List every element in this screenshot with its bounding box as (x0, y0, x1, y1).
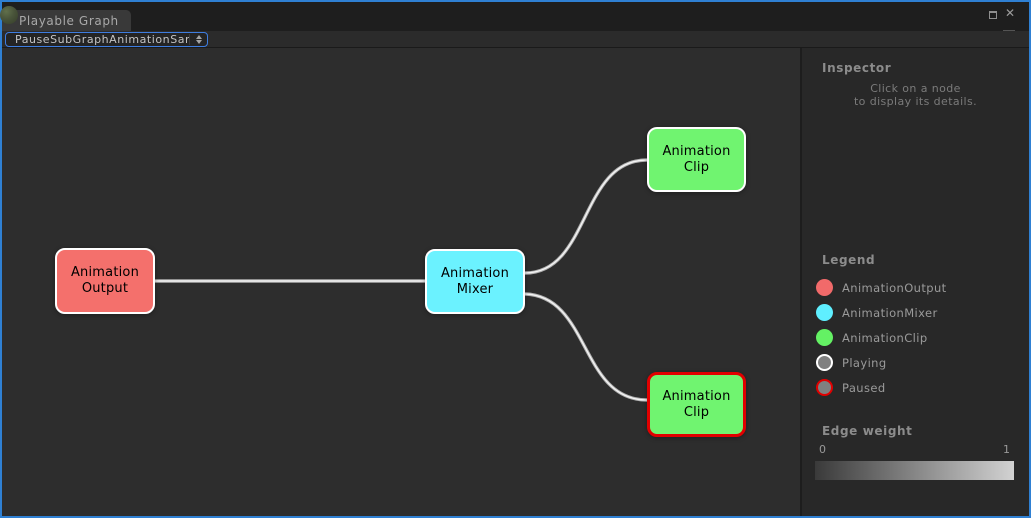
legend-swatch-animation-clip (816, 329, 833, 346)
graph-selector-value: PauseSubGraphAnimationSample (15, 32, 189, 46)
legend-list: AnimationOutput AnimationMixer Animation… (816, 275, 1021, 400)
legend-item-animation-clip: AnimationClip (816, 325, 1021, 350)
legend-label: AnimationOutput (842, 280, 947, 295)
legend-swatch-animation-mixer (816, 304, 833, 321)
edge-mixer-to-clip-top (523, 158, 649, 275)
node-animation-clip-bottom-paused[interactable]: Animation Clip (647, 372, 746, 437)
inspector-hint-line1: Click on a node (870, 82, 961, 95)
legend-label: AnimationClip (842, 330, 928, 345)
edge-weight-scale: 0 1 (815, 443, 1014, 456)
edge-weight-gradient-bar (815, 461, 1014, 480)
legend-item-paused: Paused (816, 375, 1021, 400)
graph-selector-dropdown[interactable]: PauseSubGraphAnimationSample (5, 31, 208, 47)
legend-label: Paused (842, 380, 886, 395)
title-bar: Playable Graph ✕ (0, 2, 1029, 39)
node-animation-output[interactable]: Animation Output (55, 248, 155, 314)
legend-item-playing: Playing (816, 350, 1021, 375)
inspector-hint-line2: to display its details. (853, 95, 978, 108)
node-animation-clip-top[interactable]: Animation Clip (647, 127, 746, 192)
node-label: Animation Clip (662, 388, 731, 420)
tab-label: Playable Graph (19, 13, 119, 28)
edge-weight-title: Edge weight (822, 424, 913, 438)
close-icon[interactable]: ✕ (1004, 6, 1015, 20)
edge-weight-min: 0 (819, 443, 826, 456)
inspector-hint: Click on a node to display its details. (802, 82, 1029, 108)
legend-item-animation-mixer: AnimationMixer (816, 300, 1021, 325)
tab-playable-graph[interactable]: Playable Graph (2, 10, 131, 31)
node-label: Animation Mixer (440, 265, 510, 297)
maximize-icon[interactable] (988, 10, 997, 19)
legend-swatch-playing (816, 354, 833, 371)
graph-edges (153, 158, 649, 402)
legend-swatch-animation-output (816, 279, 833, 296)
legend-item-animation-output: AnimationOutput (816, 275, 1021, 300)
graph-canvas[interactable]: Animation Output Animation Mixer Animati… (2, 48, 800, 516)
node-label: Animation Output (70, 265, 140, 296)
inspector-panel: Inspector Click on a node to display its… (800, 48, 1029, 516)
legend-swatch-paused (816, 379, 833, 396)
edge-weight-max: 1 (1003, 443, 1010, 456)
legend-label: AnimationMixer (842, 305, 938, 320)
node-label: Animation Clip (662, 143, 731, 175)
inspector-title: Inspector (822, 61, 892, 75)
status-dot-icon (0, 6, 18, 24)
toolbar: PauseSubGraphAnimationSample (2, 31, 1029, 48)
dropdown-arrows-icon (189, 33, 202, 45)
legend-label: Playing (842, 355, 887, 370)
legend-title: Legend (822, 253, 876, 267)
node-animation-mixer[interactable]: Animation Mixer (425, 249, 525, 314)
edge-mixer-to-clip-bottom (523, 292, 649, 402)
